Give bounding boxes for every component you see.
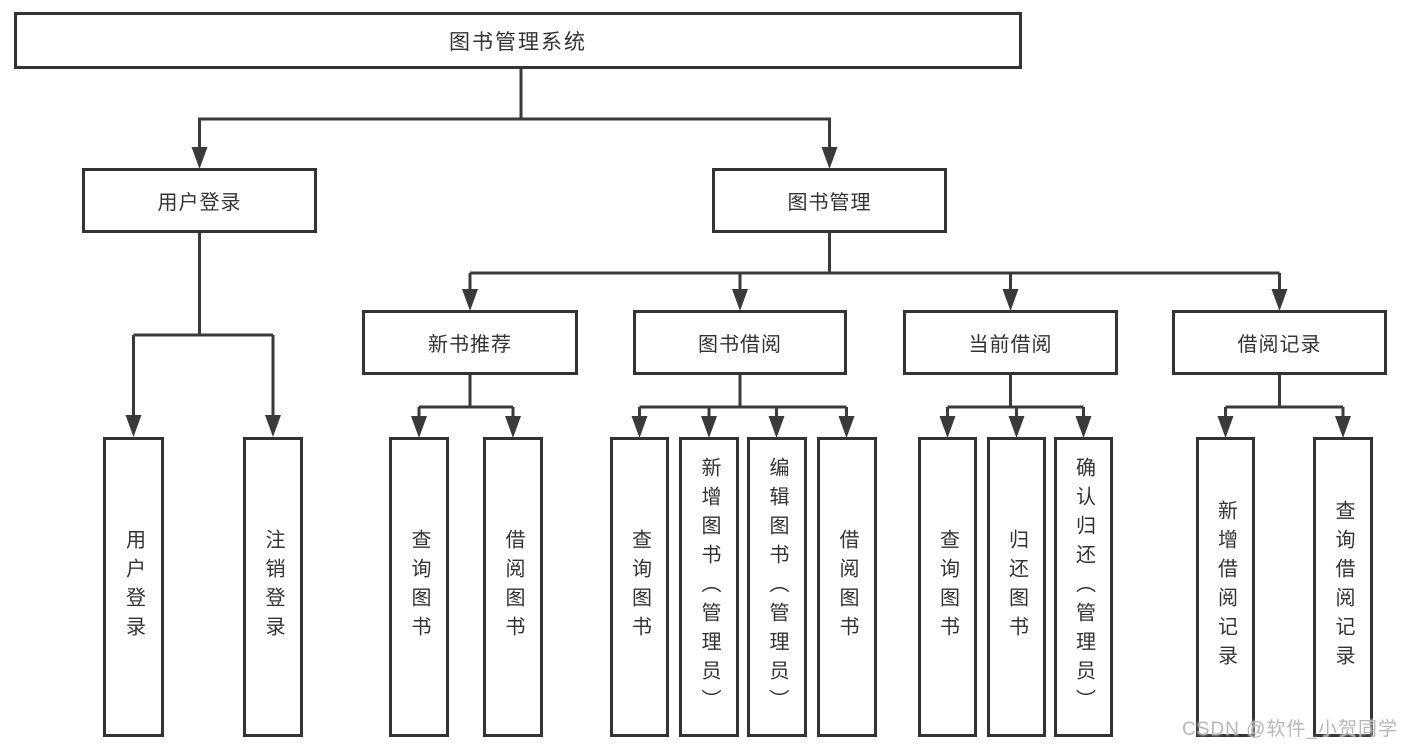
leaf-logout: 注销登录 [243,437,303,737]
leaf-nbr-borrow-books: 借阅图书 [483,437,543,737]
node-current-borrow: 当前借阅 [903,310,1118,375]
leaf-user-login: 用户登录 [103,437,164,737]
node-book-management-label: 图书管理 [787,192,872,214]
leaf-bb-edit-books-admin: 编辑图书（管理员） [747,437,807,737]
watermark: CSDN @软件_小贺同学 [1182,719,1398,740]
connector-borrow-records-children [1217,375,1351,438]
connector-user-login-children [125,233,281,437]
leaf-nbr-borrow-books-label: 借阅图书 [502,529,524,645]
leaf-bb-edit-books-admin-label: 编辑图书（管理员） [766,456,788,718]
leaf-bb-query-books-label: 查询图书 [628,529,651,645]
leaf-bb-borrow-books-label: 借阅图书 [836,529,858,645]
node-borrow-records: 借阅记录 [1172,310,1387,375]
connector-new-book-rec-children [411,375,521,438]
leaf-br-add-record: 新增借阅记录 [1196,437,1255,737]
node-user-login-label: 用户登录 [157,192,242,214]
leaf-cb-confirm-return-admin: 确认归还（管理员） [1054,437,1113,737]
node-current-borrow-label: 当前借阅 [968,334,1053,356]
leaf-logout-label: 注销登录 [262,529,284,645]
node-new-book-recommend-label: 新书推荐 [428,334,512,356]
connector-root-to-level2 [191,69,838,169]
connector-book-mgmt-children [462,233,1288,311]
connector-book-borrow-children [631,375,855,438]
leaf-br-query-record-label: 查询借阅记录 [1332,500,1354,674]
node-borrow-records-label: 借阅记录 [1237,334,1322,356]
leaf-br-add-record-label: 新增借阅记录 [1214,500,1237,674]
leaf-cb-query-books: 查询图书 [918,437,977,737]
node-book-borrow-label: 图书借阅 [698,334,782,356]
leaf-user-login-label: 用户登录 [122,529,145,645]
leaf-cb-query-books-label: 查询图书 [936,529,959,645]
leaf-bb-add-books-admin: 新增图书（管理员） [679,437,739,737]
leaf-br-query-record: 查询借阅记录 [1313,437,1373,737]
leaf-nbr-query-books-label: 查询图书 [408,529,430,645]
connector-current-borrow-children [939,375,1092,438]
leaf-bb-query-books: 查询图书 [610,437,669,737]
node-book-borrow: 图书借阅 [633,310,847,375]
node-new-book-recommend: 新书推荐 [362,310,578,375]
node-root-label: 图书管理系统 [449,30,587,54]
leaf-bb-borrow-books: 借阅图书 [817,437,877,737]
node-user-login: 用户登录 [82,168,317,233]
node-root: 图书管理系统 [14,12,1022,69]
leaf-cb-return-books-label: 归还图书 [1005,529,1028,645]
leaf-bb-add-books-admin-label: 新增图书（管理员） [698,456,720,718]
node-book-management: 图书管理 [712,168,947,233]
leaf-nbr-query-books: 查询图书 [389,437,449,737]
leaf-cb-confirm-return-admin-label: 确认归还（管理员） [1072,456,1095,718]
leaf-cb-return-books: 归还图书 [987,437,1046,737]
